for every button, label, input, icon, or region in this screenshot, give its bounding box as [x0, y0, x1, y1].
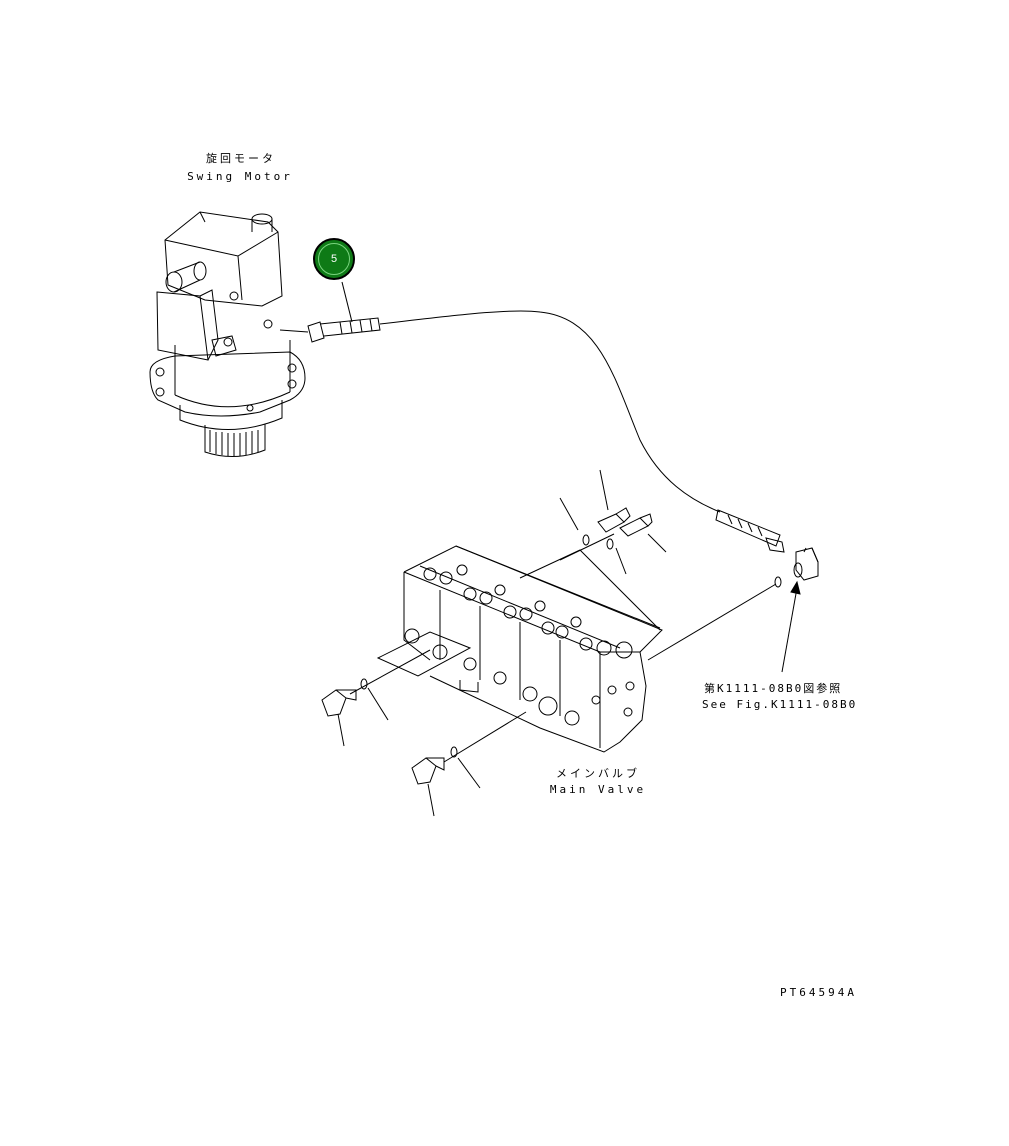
- top-fittings: [559, 469, 667, 575]
- elbow-fitting: [774, 547, 819, 588]
- callout-leader: [341, 281, 353, 323]
- hose-assembly: [279, 310, 785, 553]
- callout-number: 5: [330, 253, 338, 265]
- reference-label-en: See Fig.K1111-08B0: [702, 698, 858, 711]
- reference-arrowhead: [790, 580, 801, 595]
- reference-label-jp: 第K1111-08B0図参照: [704, 682, 843, 695]
- swing-motor-label-en: Swing Motor: [187, 170, 293, 183]
- main-valve-label-en: Main Valve: [549, 783, 647, 796]
- main-valve-label-jp: メインバルブ: [556, 767, 640, 780]
- callout-marker-5[interactable]: 5: [313, 238, 355, 280]
- reference-leader: [781, 587, 798, 673]
- drawing-code: PT64594A: [780, 986, 857, 999]
- swing-motor-illustration: [149, 211, 306, 457]
- main-valve-illustration: [376, 533, 777, 753]
- lower-fittings: [321, 649, 527, 817]
- swing-motor-label-jp: 旋回モータ: [206, 152, 276, 165]
